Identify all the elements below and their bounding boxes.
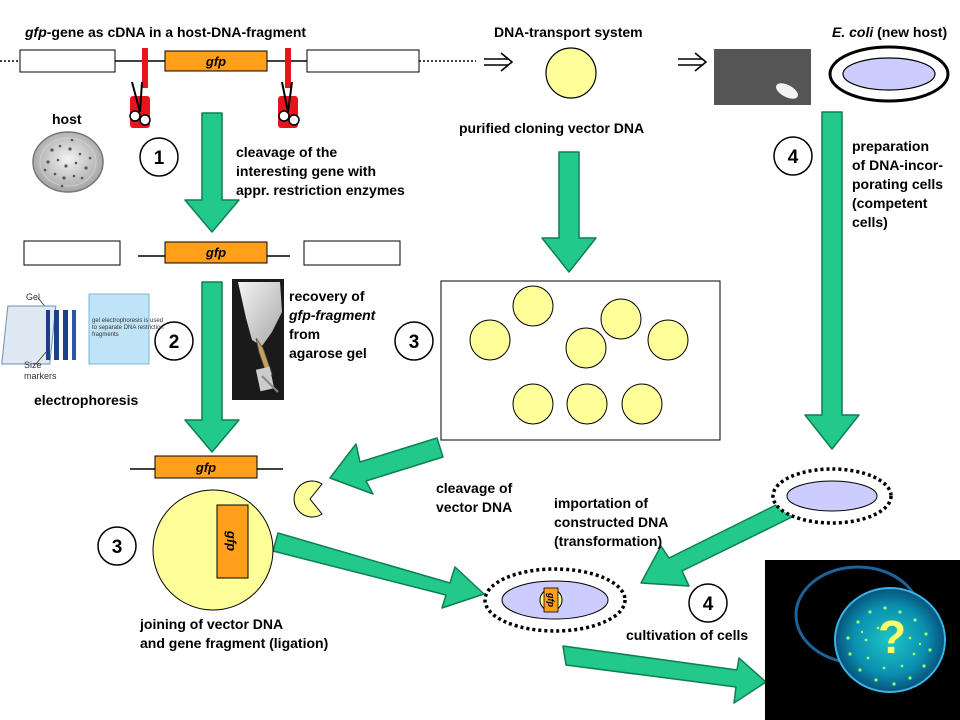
gel-caption: gel electrophoresis is used to separate … <box>92 318 165 338</box>
step-2-badge <box>154 321 194 361</box>
restriction-site-right <box>285 48 291 88</box>
size-markers-label: Size markers <box>24 360 57 381</box>
step-1-number: 1 <box>154 148 165 169</box>
recombinant-plasmid: gfp <box>152 489 274 611</box>
step-4-number: 4 <box>788 147 799 168</box>
header-gene-label: gfp-gene as cDNA in a host-DNA-fragment <box>24 24 306 40</box>
purified-vector-label: purified cloning vector DNA <box>459 120 644 136</box>
gfp-fragment-ligation: gfp <box>130 455 283 479</box>
header-transport-label: DNA-transport system <box>494 24 643 40</box>
flow-arrow <box>184 112 240 233</box>
preparation-label: preparation of DNA-incor- porating cells… <box>852 138 947 230</box>
gfp-label-cut: gfp <box>205 245 226 260</box>
step-3-badge <box>97 526 137 566</box>
step-4-number: 4 <box>703 594 714 615</box>
cut-vector-plasmid <box>293 480 323 518</box>
step-3-number: 3 <box>409 332 420 353</box>
gfp-box-cut <box>164 241 268 264</box>
flow-arrow <box>272 532 485 609</box>
step-4-badge <box>688 583 728 623</box>
competent-cell <box>771 467 893 525</box>
vector-plasmid <box>545 47 597 99</box>
gel-title: Gel <box>26 292 40 302</box>
cleavage-gene-label: cleavage of the interesting gene with ap… <box>236 144 405 198</box>
gel-electrophoresis-image: Gel gel electrophoresis is used to separ… <box>1 288 165 381</box>
gel-recovery-photo <box>232 279 284 400</box>
host-petri-dish-icon <box>32 131 104 193</box>
gfp-label-recombinant: gfp <box>224 530 239 551</box>
flow-arrow <box>640 502 793 587</box>
fluorescent-plate-photo: ? <box>765 560 960 720</box>
implies-arrow-icon <box>484 52 514 72</box>
scissors-icon <box>129 81 151 128</box>
step-2-number: 2 <box>169 332 180 353</box>
ecoli-photo <box>714 49 811 105</box>
joining-label: joining of vector DNA and gene fragment … <box>139 616 328 651</box>
electrophoresis-label: electrophoresis <box>34 392 138 408</box>
recovery-label: recovery of gfp-fragment from agarose ge… <box>288 288 379 361</box>
cleavage-vector-label: cleavage of vector DNA <box>436 480 516 515</box>
importation-label: importation of constructed DNA (transfor… <box>554 495 672 549</box>
scissors-icon <box>278 81 300 128</box>
flow-arrow <box>562 645 767 704</box>
question-mark: ? <box>878 611 906 663</box>
host-label: host <box>52 111 82 127</box>
gfp-label-top: gfp <box>205 54 226 69</box>
cut-dna-fragment: gfp <box>23 240 401 266</box>
transformed-cell: gfp <box>483 567 627 633</box>
flow-arrow <box>804 111 860 450</box>
gfp-label-transformed: gfp <box>546 592 556 607</box>
ecoli-cell <box>842 57 936 91</box>
step-3-badge <box>394 321 434 361</box>
flow-arrow <box>541 151 597 273</box>
flow-arrow <box>184 281 240 453</box>
implies-arrow-icon <box>678 52 708 72</box>
flow-arrow <box>329 437 444 495</box>
step-4-badge <box>773 136 813 176</box>
host-dna-fragment: gfp <box>0 49 476 73</box>
header-ecoli-label: E. coli (new host) <box>832 24 947 40</box>
step-3-number: 3 <box>112 537 123 558</box>
gfp-label-fragment: gfp <box>195 460 216 475</box>
vector-plasmids <box>469 285 689 425</box>
step-1-badge <box>139 137 179 177</box>
restriction-site-left <box>142 48 148 88</box>
cultivation-label: cultivation of cells <box>626 627 748 643</box>
